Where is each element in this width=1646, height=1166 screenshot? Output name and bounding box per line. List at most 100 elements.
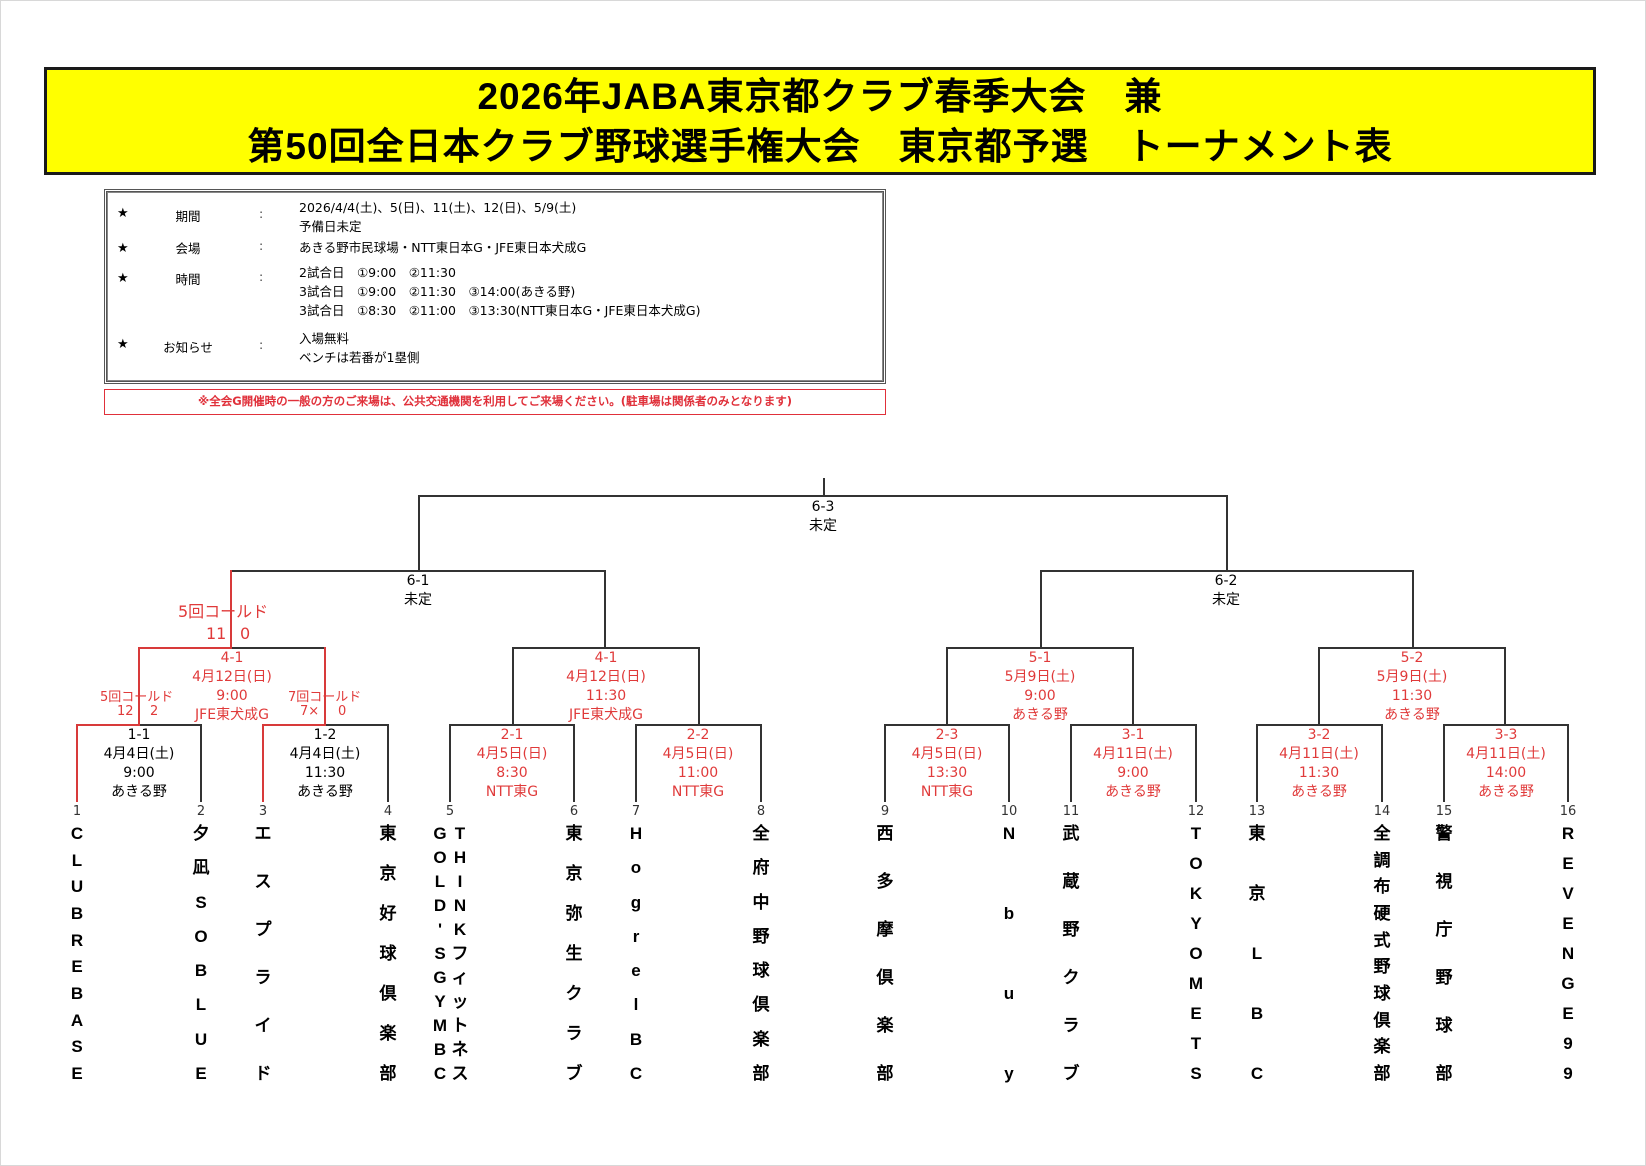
qf2-bar (512, 647, 700, 649)
r1-1-score-left: 12 (117, 704, 134, 719)
r3-3-right-drop (1567, 724, 1569, 802)
match-qf-1: 4-1 4月12日(日) 9:00 JFE東犬成G (192, 650, 272, 723)
qf2-right-drop (698, 647, 700, 725)
r2-2-bar (635, 724, 762, 726)
team-name: 東京弥生クラブ (565, 824, 583, 1083)
team-number: 1 (72, 804, 82, 819)
r1-2-result-note: 7回コールド (288, 690, 362, 705)
r2-3-bar (884, 724, 1010, 726)
qf3-left-drop (946, 647, 948, 725)
qf1-bar-win (138, 647, 232, 649)
semi2-bar (1040, 570, 1414, 572)
qf4-bar (1318, 647, 1506, 649)
r2-2-right-drop (760, 724, 762, 802)
info-box: ★ 期間 : 2026/4/4(土)、5(日)、11(土)、12(日)、5/9(… (104, 189, 886, 384)
info-label: 会場 (175, 241, 201, 256)
r3-2-bar (1256, 724, 1383, 726)
parking-notice: ※全会G開催時の一般の方のご来場は、公共交通機関を利用してご来場ください。(駐車… (104, 389, 886, 415)
r1-1-score-right: 2 (150, 704, 159, 719)
match-r2-3: 2-3 4月5日(日) 13:30 NTT東G (911, 727, 983, 800)
info-label: 時間 (175, 272, 201, 287)
r1-2-right-drop (387, 724, 389, 802)
qf3-bar (946, 647, 1134, 649)
qf4-right-drop (1504, 647, 1506, 725)
star-icon: ★ (117, 271, 129, 286)
info-colon: : (259, 269, 264, 284)
r3-3-left-drop (1443, 724, 1445, 802)
team-number: 9 (880, 804, 890, 819)
team-name: 東京好球倶楽部 (379, 824, 397, 1083)
match-r3-2: 3-2 4月11日(土) 11:30 あきる野 (1279, 727, 1359, 800)
qf2-left-drop (512, 647, 514, 725)
team-number: 6 (569, 804, 579, 819)
team-number: 11 (1062, 804, 1080, 819)
info-colon: : (259, 206, 264, 221)
match-r2-1: 2-1 4月5日(日) 8:30 NTT東G (476, 727, 548, 800)
r3-1-right-drop (1195, 724, 1197, 802)
match-r3-1: 3-1 4月11日(土) 9:00 あきる野 (1093, 727, 1173, 800)
team-number: 16 (1559, 804, 1577, 819)
r1-1-left-drop (76, 724, 78, 802)
qf1-left-drop (138, 647, 140, 725)
team-name: 武蔵野クラブ (1062, 824, 1080, 1083)
match-r2-2: 2-2 4月5日(日) 11:00 NTT東G (662, 727, 734, 800)
team-number: 15 (1435, 804, 1453, 819)
r1-2-left-drop (262, 724, 264, 802)
title-line-2: 第50回全日本クラブ野球選手権大会 東京都予選 トーナメント表 (247, 126, 1393, 167)
semi2-right-drop (1412, 570, 1414, 648)
qf4-left-drop (1318, 647, 1320, 725)
r2-3-left-drop (884, 724, 886, 802)
final-right-drop (1226, 495, 1228, 571)
team-number: 3 (258, 804, 268, 819)
team-number: 4 (383, 804, 393, 819)
qf1-score-left: 11 (206, 624, 227, 643)
match-qf-2: 4-1 4月12日(日) 11:30 JFE東犬成G (566, 650, 646, 723)
team-number: 5 (445, 804, 455, 819)
match-r3-3: 3-3 4月11日(土) 14:00 あきる野 (1466, 727, 1546, 800)
match-r1-2: 1-2 4月4日(土) 11:30 あきる野 (289, 727, 361, 800)
title-banner: 2026年JABA東京都クラブ春季大会 兼 第50回全日本クラブ野球選手権大会 … (44, 67, 1596, 175)
r1-1-bar-win (76, 724, 140, 726)
qf1-result-note: 5回コールド (178, 602, 269, 621)
team-number: 2 (196, 804, 206, 819)
semi1-right-drop (604, 570, 606, 648)
info-colon: : (259, 337, 264, 352)
team-name: エスプライド (254, 824, 272, 1083)
semi1-bar (230, 570, 606, 572)
qf1-bar (138, 647, 326, 649)
r1-2-score-left: 7× (300, 704, 320, 719)
r3-3-bar (1443, 724, 1569, 726)
r2-3-right-drop (1008, 724, 1010, 802)
match-semi-1: 6-1 未定 (404, 573, 432, 608)
r1-1-right-drop (200, 724, 202, 802)
qf3-right-drop (1132, 647, 1134, 725)
team-number: 7 (631, 804, 641, 819)
r3-1-left-drop (1070, 724, 1072, 802)
info-label: 期間 (175, 209, 201, 224)
r2-1-bar (449, 724, 575, 726)
team-name: 警視庁野球部 (1435, 824, 1453, 1083)
match-qf-3: 5-1 5月9日(土) 9:00 あきる野 (1004, 650, 1076, 723)
semi2-left-drop (1040, 570, 1042, 648)
match-r1-1: 1-1 4月4日(土) 9:00 あきる野 (103, 727, 175, 800)
team-number: 8 (756, 804, 766, 819)
title-line-1: 2026年JABA東京都クラブ春季大会 兼 (477, 76, 1163, 117)
final-bar (418, 495, 1228, 497)
star-icon: ★ (117, 241, 129, 256)
r1-2-score-right: 0 (338, 704, 347, 719)
star-icon: ★ (117, 206, 129, 221)
team-number: 10 (1000, 804, 1018, 819)
team-number: 14 (1373, 804, 1391, 819)
info-value: あきる野市民球場・NTT東日本G・JFE東日本犬成G (299, 240, 587, 255)
semi1-left-drop (230, 570, 232, 648)
final-left-drop (418, 495, 420, 571)
r3-2-left-drop (1256, 724, 1258, 802)
qf1-score-right: 0 (240, 624, 251, 643)
qf1-right-drop (324, 647, 326, 725)
